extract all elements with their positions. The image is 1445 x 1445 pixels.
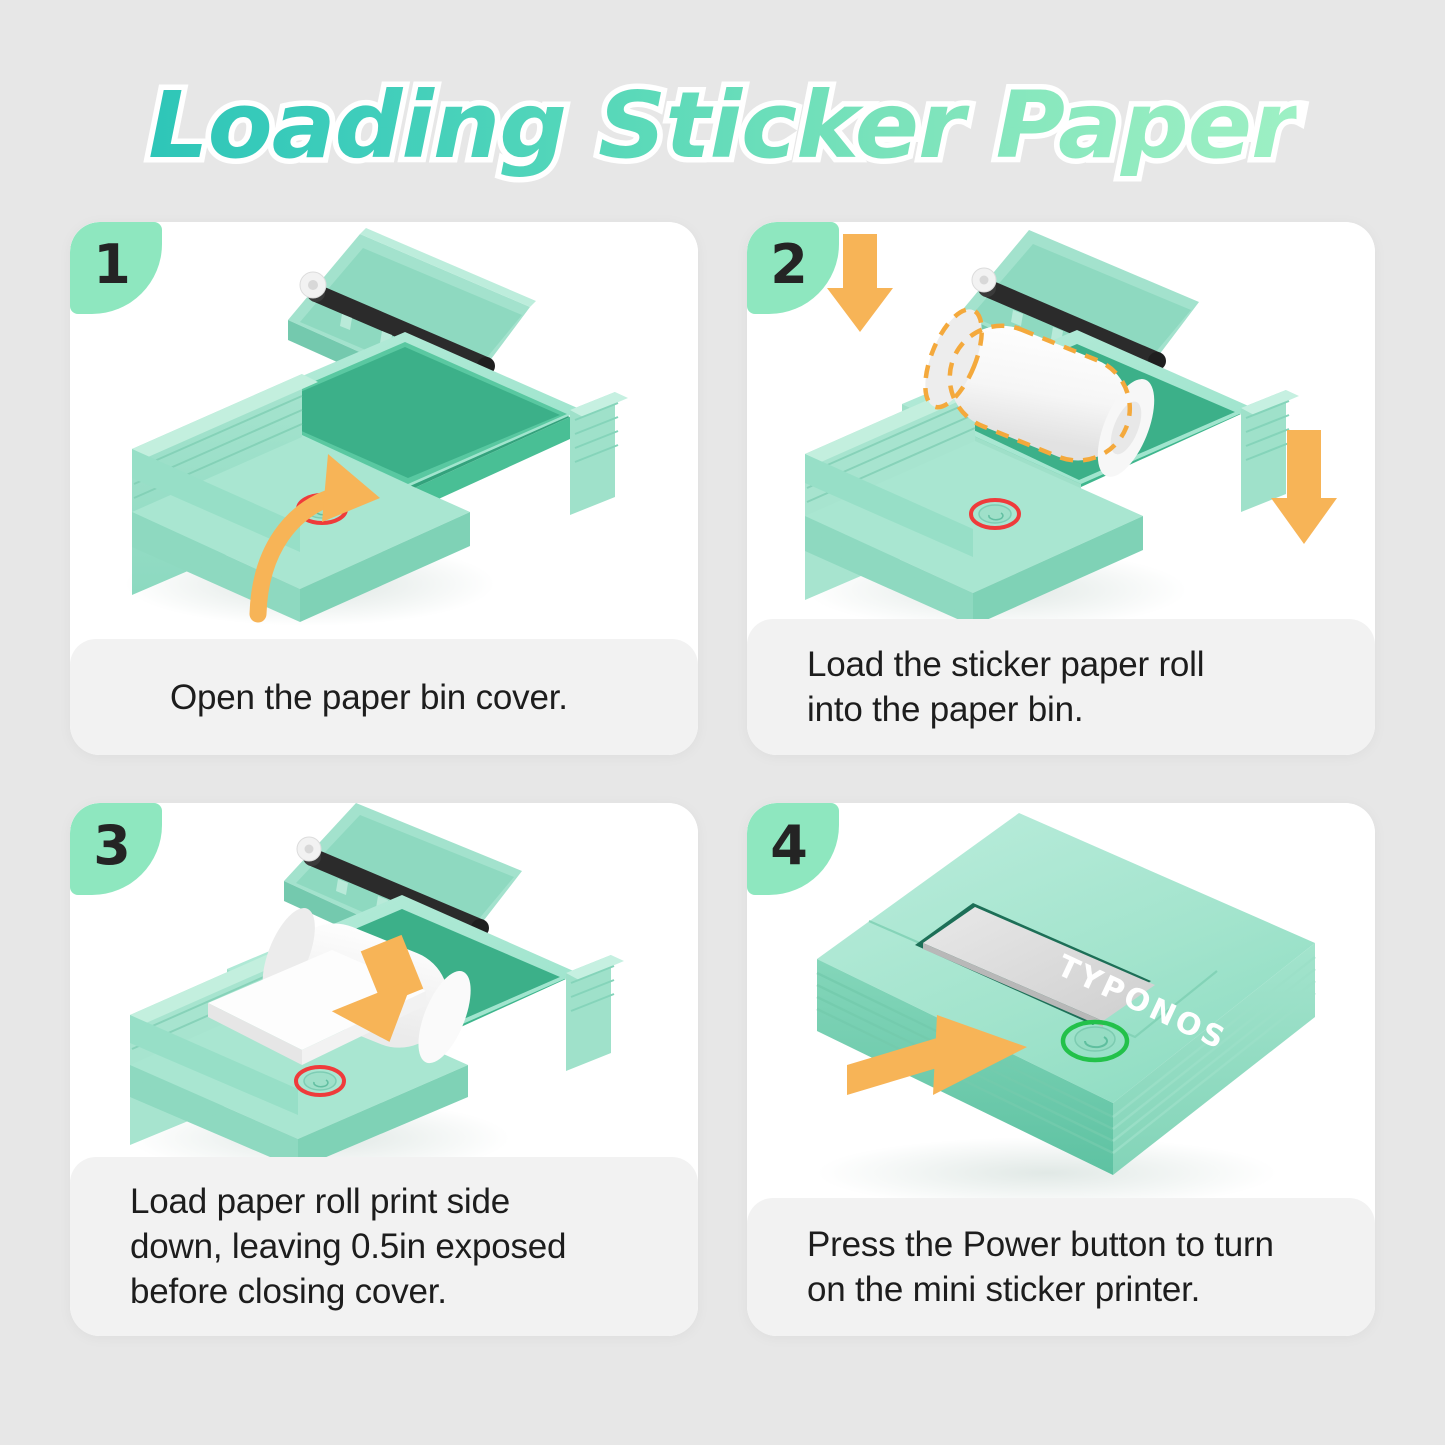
step-number-4: 4	[770, 814, 808, 877]
step-caption-text-4: Press the Power button to turn on the mi…	[807, 1224, 1274, 1309]
step-caption-1: Open the paper bin cover.	[70, 639, 698, 755]
printer-roll-seated-graphic	[130, 803, 624, 1157]
step-badge-3: 3	[70, 803, 162, 895]
sticker-paper-roll	[923, 307, 1155, 477]
step-card-4: TYPONOS 4	[747, 803, 1375, 1336]
step-1-illustration	[70, 222, 698, 639]
printer-insert-roll-graphic	[805, 230, 1337, 620]
step-3-illustration	[70, 803, 698, 1157]
page-title-text: Loading Sticker Paper	[148, 72, 1297, 179]
printer-side-fins	[566, 955, 624, 1071]
power-button-highlight-green	[1060, 1019, 1130, 1063]
right-arrow-icon	[847, 1015, 1027, 1095]
down-left-arrow-icon	[331, 934, 424, 1042]
step-card-3: 3 Load paper roll print side down, leavi…	[70, 803, 698, 1336]
step-4-illustration: TYPONOS	[747, 803, 1375, 1198]
power-button-highlight	[969, 498, 1021, 530]
step-caption-text-2: Load the sticker paper roll into the pap…	[807, 645, 1205, 730]
steps-grid: 1 Open the paper bin cover.	[70, 222, 1375, 1385]
printer-open-cover-graphic	[125, 228, 628, 626]
step-caption-text-1: Open the paper bin cover.	[170, 677, 568, 717]
step-caption-text-3: Load paper roll print side down, leaving…	[130, 1181, 567, 1311]
printer-side-fins	[570, 392, 628, 515]
printer-closed-graphic: TYPONOS	[816, 813, 1316, 1198]
step-2-illustration	[747, 222, 1375, 620]
step-number-1: 1	[93, 233, 131, 296]
page-title: Loading Sticker Paper Loading Sticker Pa…	[0, 67, 1445, 185]
step-card-1: 1 Open the paper bin cover.	[70, 222, 698, 755]
page-title-outline: Loading Sticker Paper	[143, 67, 1304, 185]
down-arrow-right-icon	[1271, 430, 1337, 544]
printer-body-open	[132, 332, 582, 622]
power-button-highlight	[294, 1065, 346, 1097]
printer-side-fins	[1241, 390, 1299, 512]
step-caption-4: Press the Power button to turn on the mi…	[747, 1197, 1375, 1336]
step-caption-2: Load the sticker paper roll into the pap…	[747, 619, 1375, 755]
curved-arrow-up-right-icon	[249, 454, 380, 623]
step-card-2: 2 Load the sticker paper roll into the p…	[747, 222, 1375, 755]
step-caption-3: Load paper roll print side down, leaving…	[70, 1156, 698, 1336]
step-number-2: 2	[770, 233, 808, 296]
paper-exit-slot	[915, 903, 1155, 1027]
step-number-3: 3	[93, 814, 131, 877]
down-arrow-left-icon	[827, 234, 893, 332]
